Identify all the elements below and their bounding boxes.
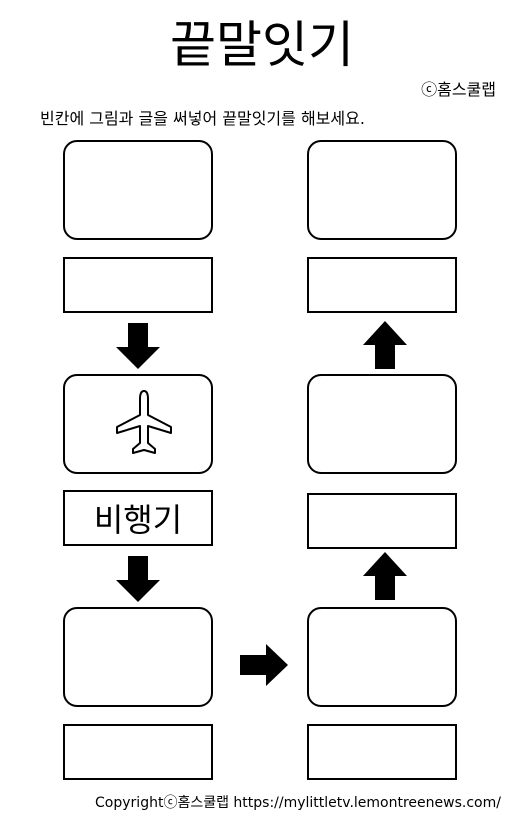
picture-box-6[interactable] xyxy=(307,140,457,240)
word-box-3[interactable] xyxy=(63,724,213,780)
picture-box-4[interactable] xyxy=(307,607,457,707)
airplane-icon xyxy=(116,390,172,454)
arrow-down-icon xyxy=(116,556,160,602)
footer-copyright: Copyrightⓒ홈스쿨랩 https://mylittletv.lemont… xyxy=(95,795,501,811)
page-title: 끝말잇기 xyxy=(170,16,354,74)
word-box-4[interactable] xyxy=(307,724,457,780)
word-box-2[interactable]: 비행기 xyxy=(63,490,213,546)
word-box-5[interactable] xyxy=(307,493,457,549)
picture-box-2[interactable] xyxy=(63,374,213,474)
picture-box-1[interactable] xyxy=(63,140,213,240)
arrow-down-icon xyxy=(116,323,160,369)
word-text-2: 비행기 xyxy=(93,501,183,539)
word-box-1[interactable] xyxy=(63,257,213,313)
instruction-text: 빈칸에 그림과 글을 써넣어 끝말잇기를 해보세요. xyxy=(40,109,365,128)
picture-box-5[interactable] xyxy=(307,374,457,474)
picture-box-3[interactable] xyxy=(63,607,213,707)
arrow-up-icon xyxy=(363,321,407,369)
arrow-right-icon xyxy=(240,644,288,686)
brand-label: ⓒ홈스쿨랩 xyxy=(421,80,496,99)
word-box-6[interactable] xyxy=(307,257,457,313)
arrow-up-icon xyxy=(363,552,407,600)
